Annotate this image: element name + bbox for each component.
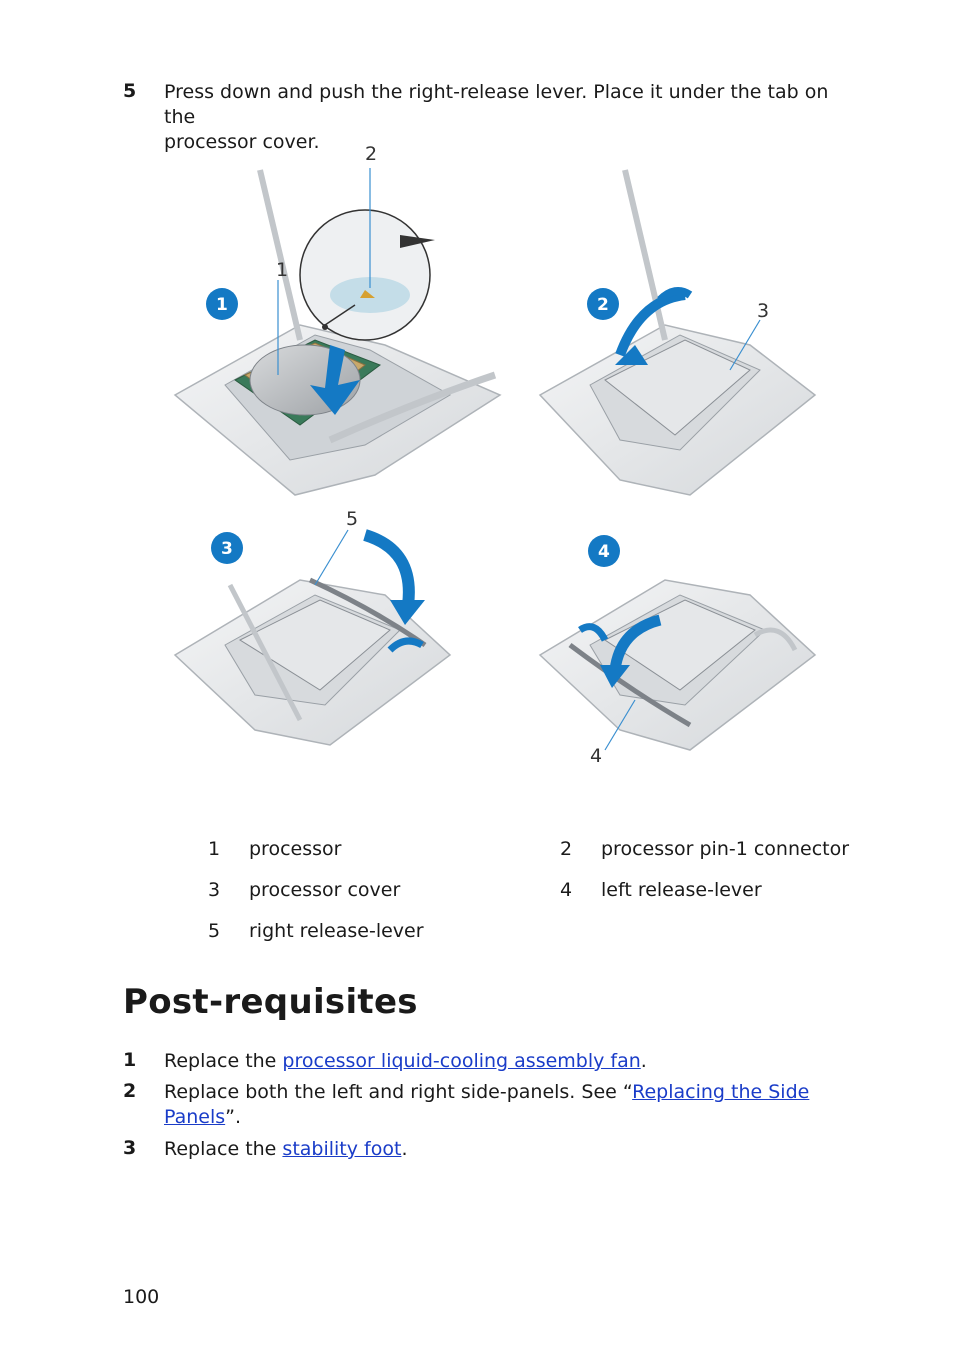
stability-foot-link[interactable]: stability foot xyxy=(282,1138,402,1160)
legend-label: right release-lever xyxy=(249,920,424,942)
callout-5: 5 xyxy=(346,508,358,530)
legend-label: left release-lever xyxy=(601,879,762,901)
panel-1-socket: 2 1 1 xyxy=(173,143,502,496)
legend-number: 4 xyxy=(560,879,573,901)
post-step-number: 2 xyxy=(123,1080,137,1102)
step-text: Press down and push the right-release le… xyxy=(164,80,864,155)
panel-3-socket: 5 3 xyxy=(173,508,452,746)
badge-3: 3 xyxy=(221,539,233,559)
processor-installation-figure: 2 1 1 3 2 5 3 xyxy=(173,143,817,767)
post-step-text: Replace both the left and right side-pan… xyxy=(164,1081,810,1128)
legend-label: processor pin-1 connector xyxy=(601,838,850,860)
panel-2-socket: 3 2 xyxy=(538,169,817,496)
step-text-line-1: Press down and push the right-release le… xyxy=(164,81,829,128)
legend-number: 5 xyxy=(208,920,221,942)
legend-number: 1 xyxy=(208,838,221,860)
post-step-number: 1 xyxy=(123,1049,137,1071)
step-number: 5 xyxy=(123,80,137,102)
badge-4: 4 xyxy=(598,542,610,562)
post-step-text: Replace the stability foot. xyxy=(164,1138,408,1160)
page-number: 100 xyxy=(123,1286,160,1308)
legend-number: 2 xyxy=(560,838,573,860)
post-step-number: 3 xyxy=(123,1137,137,1159)
callout-4: 4 xyxy=(590,745,602,767)
legend-number: 3 xyxy=(208,879,221,901)
badge-2: 2 xyxy=(597,295,609,315)
section-heading: Post-requisites xyxy=(123,982,418,1022)
callout-3: 3 xyxy=(757,300,769,322)
callout-1: 1 xyxy=(276,259,288,281)
legend-label: processor xyxy=(249,838,342,860)
processor-liquid-cooling-fan-link[interactable]: processor liquid-cooling assembly fan xyxy=(282,1050,641,1072)
step-text-line-2: processor cover. xyxy=(164,131,320,153)
legend-label: processor cover xyxy=(249,879,401,901)
replacing-side-panels-link-cont[interactable]: Panels xyxy=(164,1106,226,1128)
badge-1: 1 xyxy=(216,295,228,315)
panel-4-socket: 4 4 xyxy=(538,535,817,767)
replacing-side-panels-link[interactable]: Replacing the Side xyxy=(632,1081,810,1103)
callout-2: 2 xyxy=(365,143,377,165)
post-step-text: Replace the processor liquid-cooling ass… xyxy=(164,1050,647,1072)
